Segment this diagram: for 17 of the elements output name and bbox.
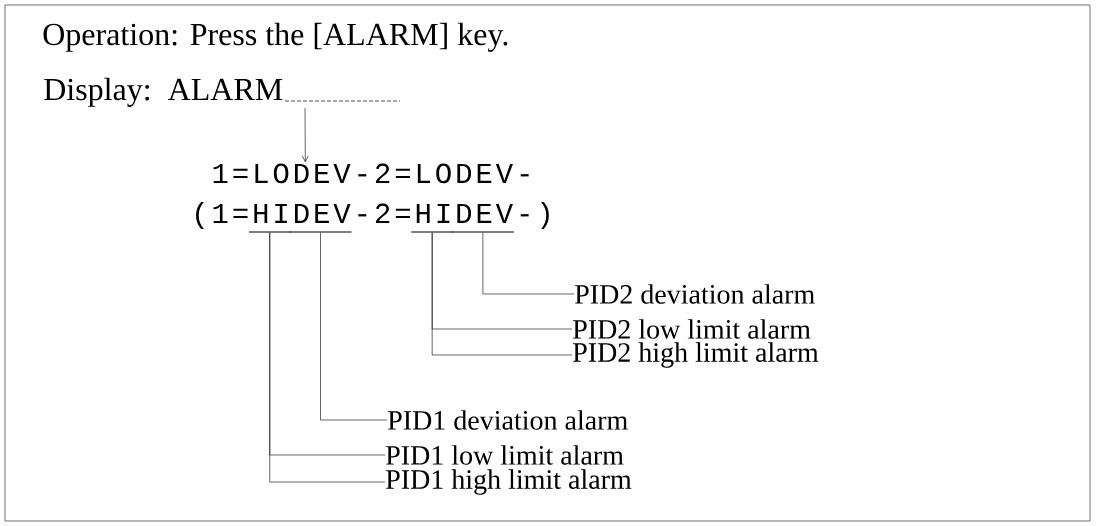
- underline-bar: [289, 231, 352, 233]
- underline-bar: [411, 231, 453, 233]
- underline-bar: [451, 231, 514, 233]
- display-readout: (1=HIDEV-2=HIDEV-): [196, 202, 549, 229]
- alarm-label: PID2 deviation alarm: [575, 284, 815, 304]
- alarm-label: PID1 high limit alarm: [386, 469, 632, 495]
- alarm-label: PID1 deviation alarm: [388, 410, 628, 430]
- display-readout: 1=LODEV-2=LODEV-: [213, 163, 529, 184]
- leader-line: [431, 232, 573, 356]
- alarm-label: PID1 low limit alarm: [386, 445, 624, 465]
- alarm-label: PID2 high limit alarm: [573, 342, 819, 368]
- display-text: Display: ALARM: [44, 77, 401, 107]
- leader-line: [482, 232, 575, 295]
- underline-bar: [248, 231, 291, 233]
- arrow: [301, 107, 309, 162]
- alarm-label: PID2 low limit alarm: [573, 319, 811, 339]
- leader-line: [320, 232, 388, 421]
